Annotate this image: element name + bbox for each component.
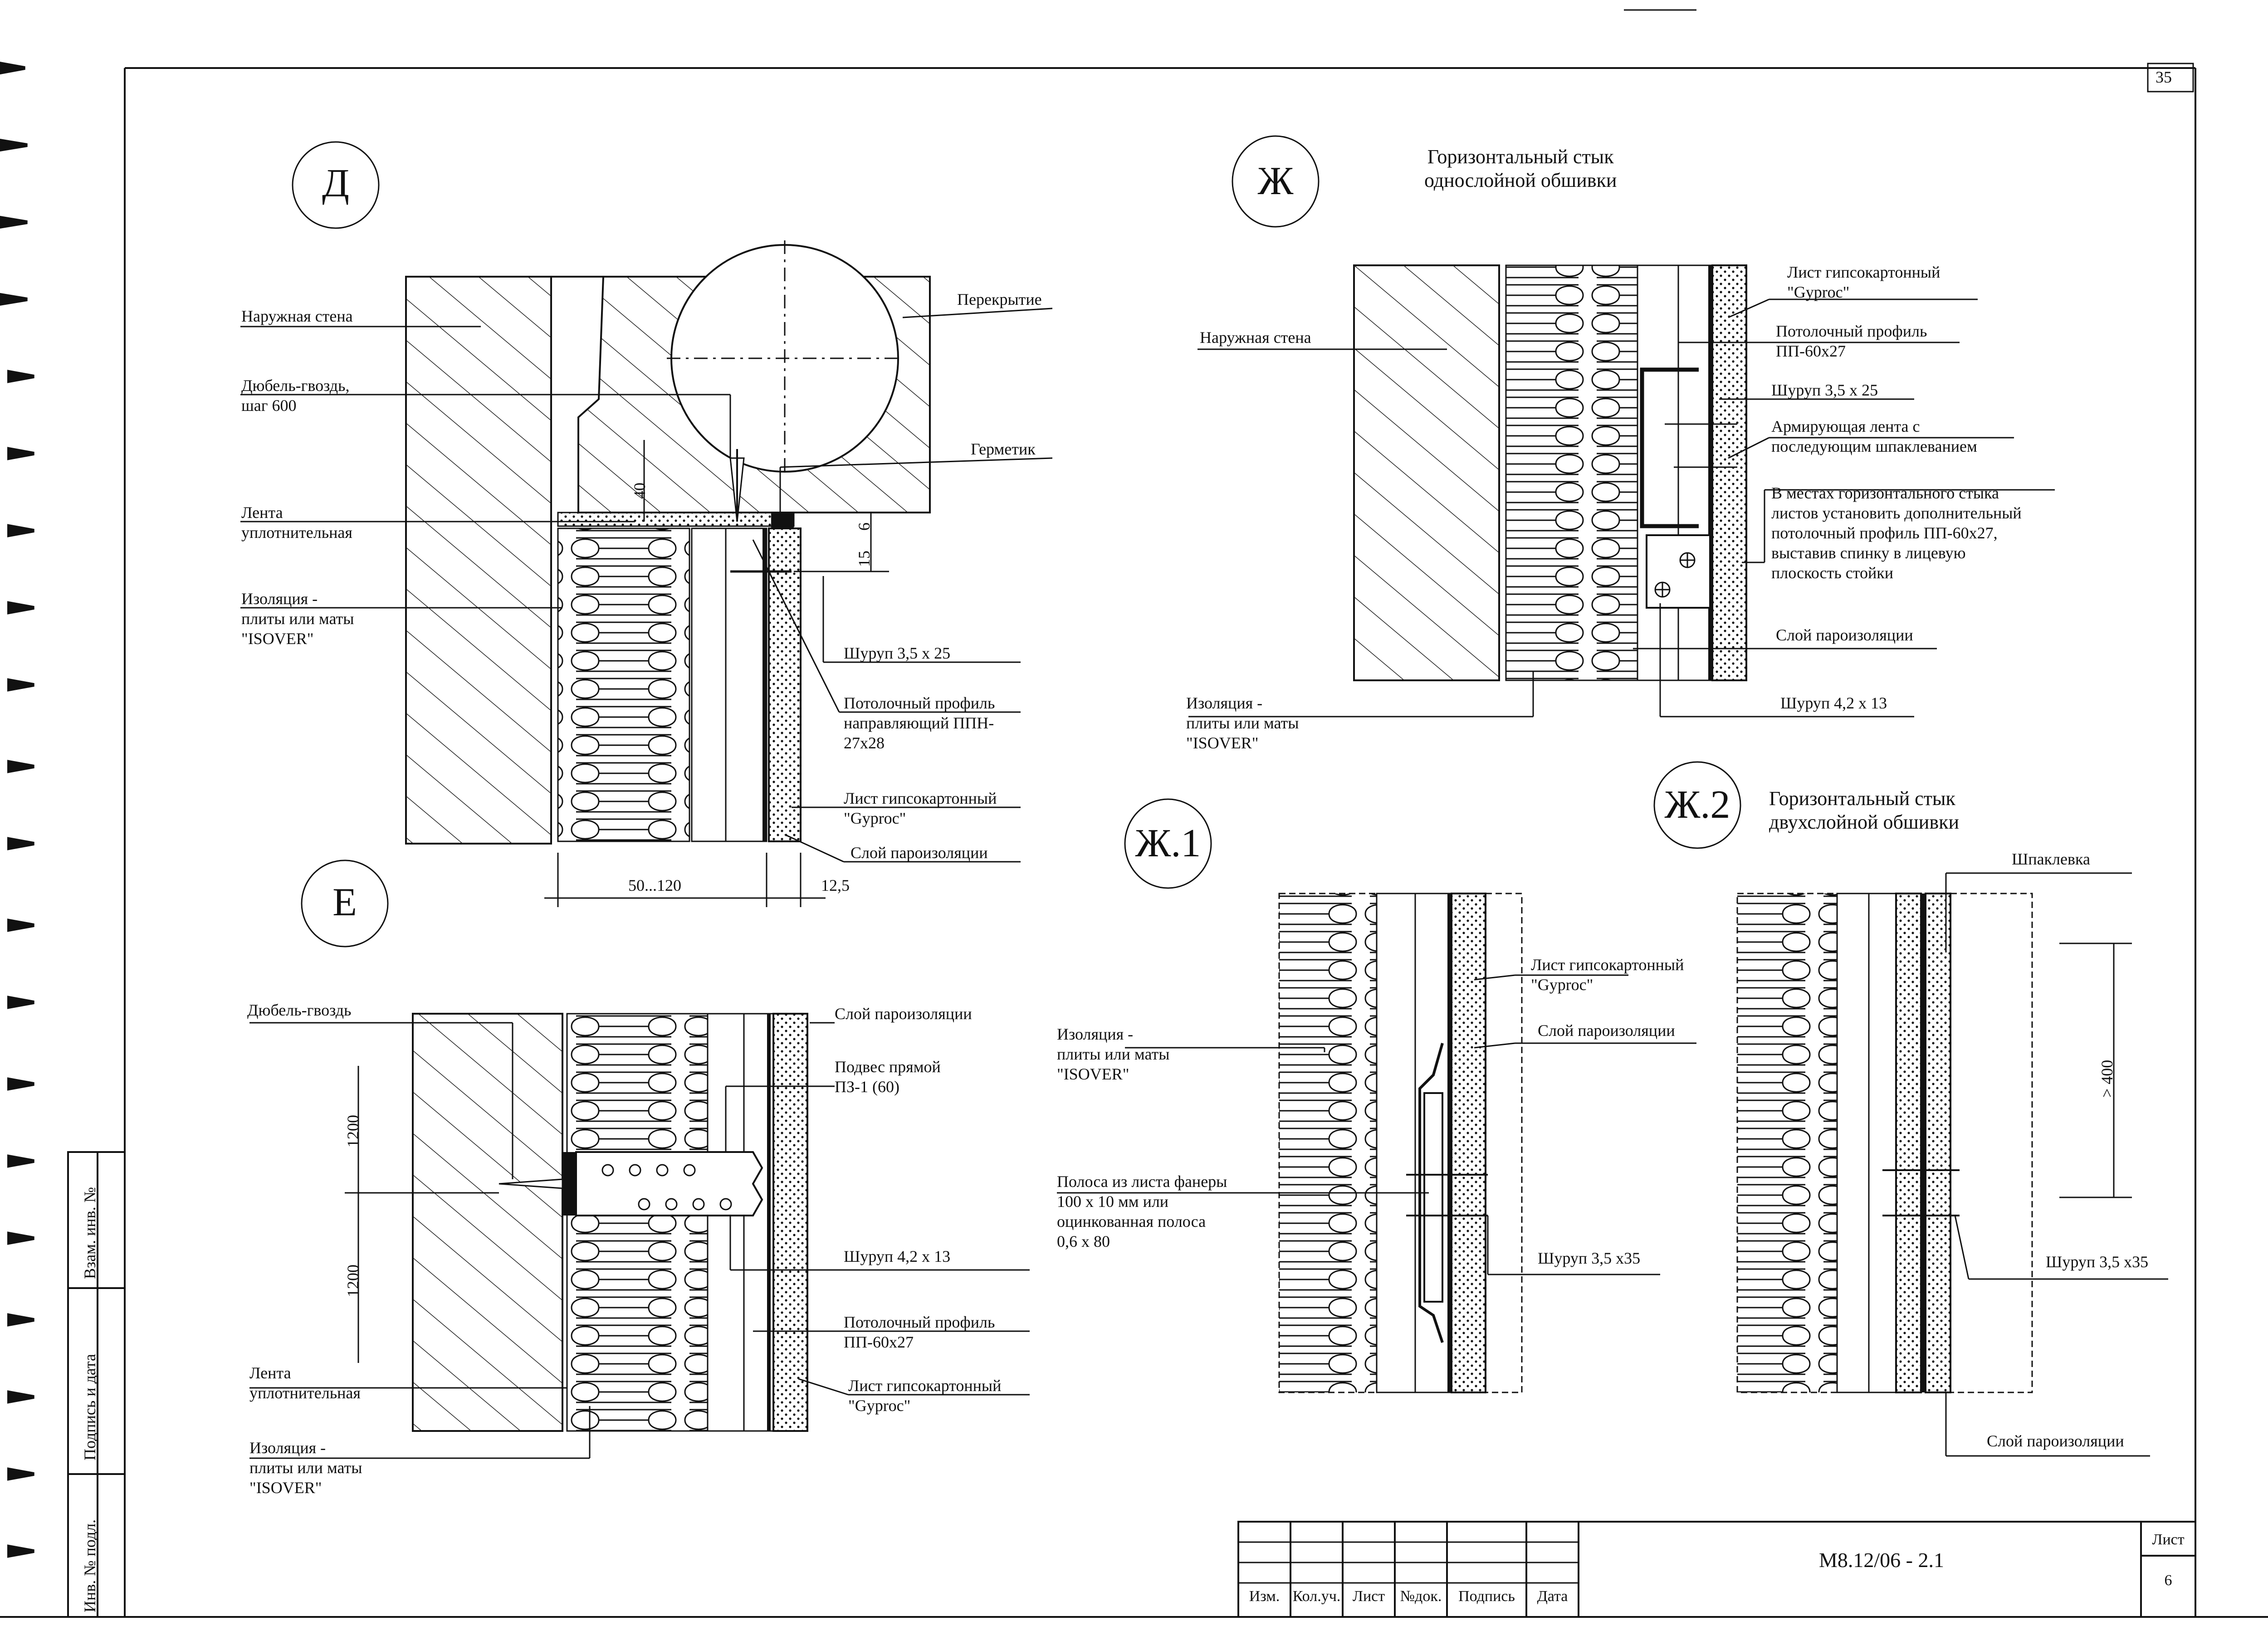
stamp-col-doc: №док. — [1400, 1588, 1442, 1605]
d-tape-label: Лента уплотнительная — [241, 503, 352, 542]
title-block — [1237, 1521, 2196, 1618]
zh2-dim-min: > 400 — [2098, 1060, 2116, 1098]
e-screw-label: Шуруп 4,2 х 13 — [844, 1247, 951, 1265]
zh-note-label: В местах горизонтального стыка листов ус… — [1771, 484, 2022, 582]
stamp-inventory-no: Инв. № подл. — [81, 1519, 99, 1612]
stamp-interchange-no: Взам. инв. № — [81, 1187, 99, 1279]
zh-screw-a-label: Шуруп 3,5 х 25 — [1771, 381, 1878, 399]
e-insulation-label: Изоляция - плиты или маты "ISOVER" — [249, 1439, 362, 1497]
sheet-number: 6 — [2164, 1572, 2172, 1589]
zh2-screw-label: Шуруп 3,5 х35 — [2046, 1253, 2149, 1271]
detail-e-drawing — [249, 859, 1030, 1459]
zh1-strip-label: Полоса из листа фанеры 100 х 10 мм или о… — [1057, 1172, 1227, 1250]
d-profile-label: Потолочный профиль направляющий ППН- 27х… — [844, 694, 995, 752]
d-dim-board: 12,5 — [821, 876, 850, 894]
zh-gypsum-label: Лист гипсокартонный "Gyproc" — [1787, 263, 1941, 301]
zh-insulation-label: Изоляция - плиты или маты "ISOVER" — [1186, 694, 1299, 752]
d-dim-width: 50...120 — [628, 876, 681, 894]
document-code: М8.12/06 - 2.1 — [1819, 1548, 1944, 1572]
d-dim-40: 40 — [631, 483, 649, 499]
d-dim-6: 6 — [855, 522, 873, 531]
zh-vapor-label: Слой пароизоляции — [1776, 626, 1913, 644]
e-tape-label: Лента уплотнительная — [249, 1364, 361, 1402]
stamp-col-date: Дата — [1537, 1588, 1568, 1605]
binding-marks — [0, 61, 34, 1558]
detail-d-mark: Д — [322, 161, 350, 205]
d-insulation-label: Изоляция - плиты или маты "ISOVER" — [241, 590, 354, 648]
detail-zh-drawing — [1188, 135, 2055, 718]
page-number: 35 — [2156, 68, 2172, 86]
d-outer-wall-label: Наружная стена — [241, 307, 353, 325]
stamp-col-qty: Кол.уч. — [1292, 1588, 1341, 1605]
d-dim-15: 15 — [855, 551, 873, 567]
zh-outer-wall-label: Наружная стена — [1200, 328, 1311, 347]
detail-zh1-mark: Ж.1 — [1135, 821, 1201, 865]
zh1-vapor-label: Слой пароизоляции — [1538, 1021, 1675, 1040]
stamp-col-change: Изм. — [1249, 1588, 1280, 1605]
e-dowel-nail-label: Дюбель-гвоздь — [247, 1001, 352, 1019]
e-dim-lower: 1200 — [344, 1265, 362, 1297]
e-dim-upper: 1200 — [344, 1115, 362, 1147]
detail-e-mark: Е — [332, 880, 357, 924]
e-gypsum-label: Лист гипсокартонный "Gyproc" — [848, 1377, 1002, 1415]
zh-tape-label: Армирующая лента с последующим шпаклеван… — [1771, 417, 1977, 455]
detail-zh-mark: Ж — [1257, 159, 1294, 203]
zh2-putty-label: Шпаклевка — [2012, 850, 2090, 868]
zh2-vapor-label: Слой пароизоляции — [1987, 1432, 2124, 1450]
stamp-col-signature: Подпись — [1458, 1588, 1515, 1605]
d-vapor-label: Слой пароизоляции — [850, 844, 988, 862]
d-dowel-nail-label: Дюбель-гвоздь, шаг 600 — [241, 376, 350, 415]
d-screw-label: Шуруп 3,5 х 25 — [844, 644, 951, 662]
zh1-screw-label: Шуруп 3,5 х35 — [1538, 1249, 1641, 1267]
zh1-gypsum-label: Лист гипсокартонный "Gyproc" — [1531, 956, 1684, 994]
detail-zh1-drawing — [1057, 798, 1696, 1393]
d-sealant-label: Герметик — [971, 440, 1036, 458]
e-profile-label: Потолочный профиль ПП-60х27 — [844, 1313, 995, 1351]
e-vapor-label: Слой пароизоляции — [835, 1005, 972, 1023]
zh-profile-label: Потолочный профиль ПП-60х27 — [1776, 322, 1927, 360]
d-floor-slab-label: Перекрытие — [957, 290, 1042, 308]
side-stamp — [67, 1151, 126, 1618]
zh2-title: Горизонтальный стык двухслойной обшивки — [1769, 787, 1960, 833]
d-gypsum-label: Лист гипсокартонный "Gyproc" — [844, 789, 997, 827]
sheet-label: Лист — [2152, 1531, 2185, 1548]
zh-title: Горизонтальный стык однослойной обшивки — [1424, 146, 1617, 191]
detail-zh2-mark: Ж.2 — [1664, 783, 1730, 827]
zh-screw-b-label: Шуруп 4,2 х 13 — [1780, 694, 1887, 712]
detail-d-drawing — [240, 141, 1053, 907]
e-hanger-label: Подвес прямой ПЗ-1 (60) — [835, 1058, 941, 1096]
stamp-col-sheet: Лист — [1352, 1588, 1385, 1605]
zh1-insulation-label: Изоляция - плиты или маты "ISOVER" — [1057, 1025, 1170, 1083]
stamp-signature-date: Подпись и дата — [81, 1354, 99, 1460]
detail-zh2-drawing — [1653, 761, 2168, 1457]
